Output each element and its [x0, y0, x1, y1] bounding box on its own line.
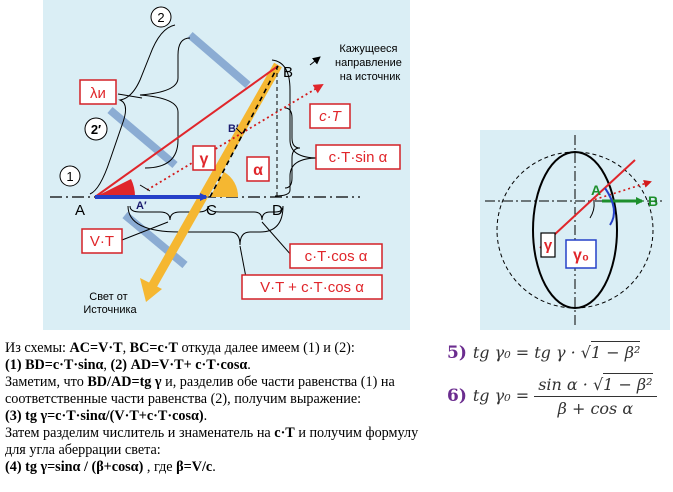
- side-thin-arc: [589, 201, 595, 219]
- brace-2: [139, 37, 191, 169]
- text-p2-ad: AD=V·T+ c·T·cosα: [130, 357, 248, 373]
- formula-6-radicand: 1 − β²: [603, 373, 653, 394]
- aberration-diagram: 2 2′ 1 A A′ B B′ C D λи γ α V·T c·T c·T·…: [43, 0, 410, 330]
- point-B: B: [283, 64, 293, 81]
- svg-text:V·T: V·T: [90, 233, 114, 250]
- formula-5-lhs: tg γ₀ = tg γ ·: [472, 343, 581, 362]
- svg-text:γ: γ: [200, 151, 209, 168]
- telescope-tube-upper: [187, 31, 251, 89]
- box-alpha: α: [246, 156, 270, 182]
- side-point-A: A: [591, 182, 601, 198]
- box-vt: V·T: [81, 228, 123, 254]
- brace-lambda: [89, 24, 176, 195]
- svg-text:λи: λи: [90, 85, 106, 102]
- box-lambda: λи: [79, 79, 117, 105]
- angle-gamma: [95, 179, 136, 197]
- ellipse-diagram: A B γ γ₀: [480, 130, 670, 330]
- point-A-prime: A′: [136, 200, 147, 212]
- svg-text:c·T·cos α: c·T·cos α: [305, 248, 368, 265]
- text-p2-bd: BD=c·T·sinα: [25, 357, 104, 373]
- text-p2-sep: ,: [103, 357, 111, 373]
- text-p3-lead: Заметим, что: [5, 374, 88, 390]
- text-p4-end: .: [203, 408, 208, 424]
- apparent-pointer: [309, 56, 321, 66]
- leader-ct-cos: [261, 221, 293, 257]
- circle-marker-2: [150, 6, 172, 28]
- svg-text:α: α: [253, 162, 263, 179]
- telescope-tube-mid: [107, 106, 178, 169]
- angle-alpha: [210, 172, 239, 197]
- box-ct-sin: c·T·sin α: [315, 144, 401, 170]
- circle-label-2prime: 2′: [91, 122, 101, 137]
- circle-label-2: 2: [157, 10, 164, 25]
- text-p6-beta: β=V/c: [176, 459, 213, 475]
- text-p3-ratio: BD/AD=tg γ: [87, 374, 162, 390]
- text-p5-ct: c·T: [274, 425, 295, 441]
- line-CB: [209, 65, 279, 198]
- box-vt-ct-cos: V·T + c·T·cos α: [241, 274, 383, 300]
- leader-vt: [121, 221, 169, 241]
- text-p1-bc: BC=c·T: [129, 340, 178, 356]
- formula-5: 5)tg γ₀ = tg γ · √1 − β²: [447, 341, 641, 363]
- svg-text:γ: γ: [544, 237, 553, 254]
- light-ray-arrowhead: [140, 278, 162, 302]
- text-p6-end: .: [212, 459, 216, 475]
- point-A: A: [75, 202, 85, 219]
- tick-a1: [139, 184, 151, 192]
- apparent-direction-line: [146, 83, 324, 191]
- text-p1-sep: ,: [122, 340, 130, 356]
- apparent-direction-label: Кажущееся направление на источник: [335, 43, 405, 83]
- line-AB: [94, 65, 279, 198]
- light-source-label: Свет от Источника: [83, 291, 137, 316]
- telescope-tube-lower: [122, 211, 188, 269]
- side-box-gamma: γ: [540, 232, 556, 258]
- side-blue-arc: [604, 187, 615, 226]
- brace-ct: [284, 107, 301, 189]
- light-ray: [146, 62, 282, 293]
- brace-cos: [207, 205, 284, 221]
- text-p5-lead: Затем разделим числитель и знаменатель н…: [5, 425, 275, 441]
- point-C: C: [206, 202, 217, 219]
- explanation-text: Из схемы: AC=V·T, BC=c·T откуда далее им…: [5, 340, 435, 476]
- side-point-B: B: [648, 193, 658, 209]
- text-p2-n2: (2): [110, 357, 131, 373]
- tick-b1: [235, 127, 243, 135]
- leader-lambda: [117, 93, 143, 99]
- svg-text:c·T·sin α: c·T·sin α: [329, 149, 388, 166]
- text-p6-mid: , где: [143, 459, 177, 475]
- text-p2-end: .: [247, 357, 251, 373]
- text-p5-tail: и получим формулу для угла аберрации све…: [5, 425, 419, 458]
- box-ct-cos: c·T·cos α: [289, 243, 383, 269]
- formula-6-denominator: β + cos α: [557, 399, 634, 418]
- text-p2-n1: (1): [5, 357, 26, 373]
- text-p3-tail: и, разделив обе части равенства (1) на с…: [5, 374, 395, 407]
- box-ct: c·T: [309, 103, 351, 129]
- formula-6-numerator: sin α ·: [538, 375, 593, 394]
- circle-marker-2prime: [84, 117, 108, 141]
- svg-text:γ₀: γ₀: [573, 247, 589, 264]
- text-p1-lead: Из схемы:: [5, 340, 70, 356]
- formula-6-number: 6): [447, 386, 467, 406]
- circle-marker-1: [59, 165, 81, 187]
- side-dotted-line: [589, 179, 652, 202]
- box-gamma: γ: [192, 145, 216, 171]
- svg-text:c·T: c·T: [319, 108, 342, 125]
- circle-label-1: 1: [66, 169, 73, 184]
- formula-5-number: 5): [447, 343, 467, 363]
- text-p4-eq: (3) tg γ=c·T·sinα/(V·T+c·T·cosα): [5, 408, 204, 424]
- side-box-gamma0: γ₀: [565, 239, 597, 269]
- formula-6-lhs: tg γ₀ =: [472, 386, 535, 405]
- point-D: D: [272, 202, 283, 219]
- svg-text:V·T + c·T·cos α: V·T + c·T·cos α: [260, 279, 364, 296]
- ellipse: [532, 151, 618, 309]
- text-p6-eq: (4) tg γ=sinα / (β+cosα): [5, 459, 144, 475]
- text-p1-tail: откуда далее имеем (1) и (2):: [177, 340, 355, 356]
- brace-vt: [129, 205, 209, 221]
- text-p1-ac: AC=V·T: [69, 340, 123, 356]
- formula-5-radicand: 1 − β²: [590, 341, 641, 362]
- point-B-prime: B′: [228, 123, 239, 135]
- side-red-line: [539, 159, 636, 249]
